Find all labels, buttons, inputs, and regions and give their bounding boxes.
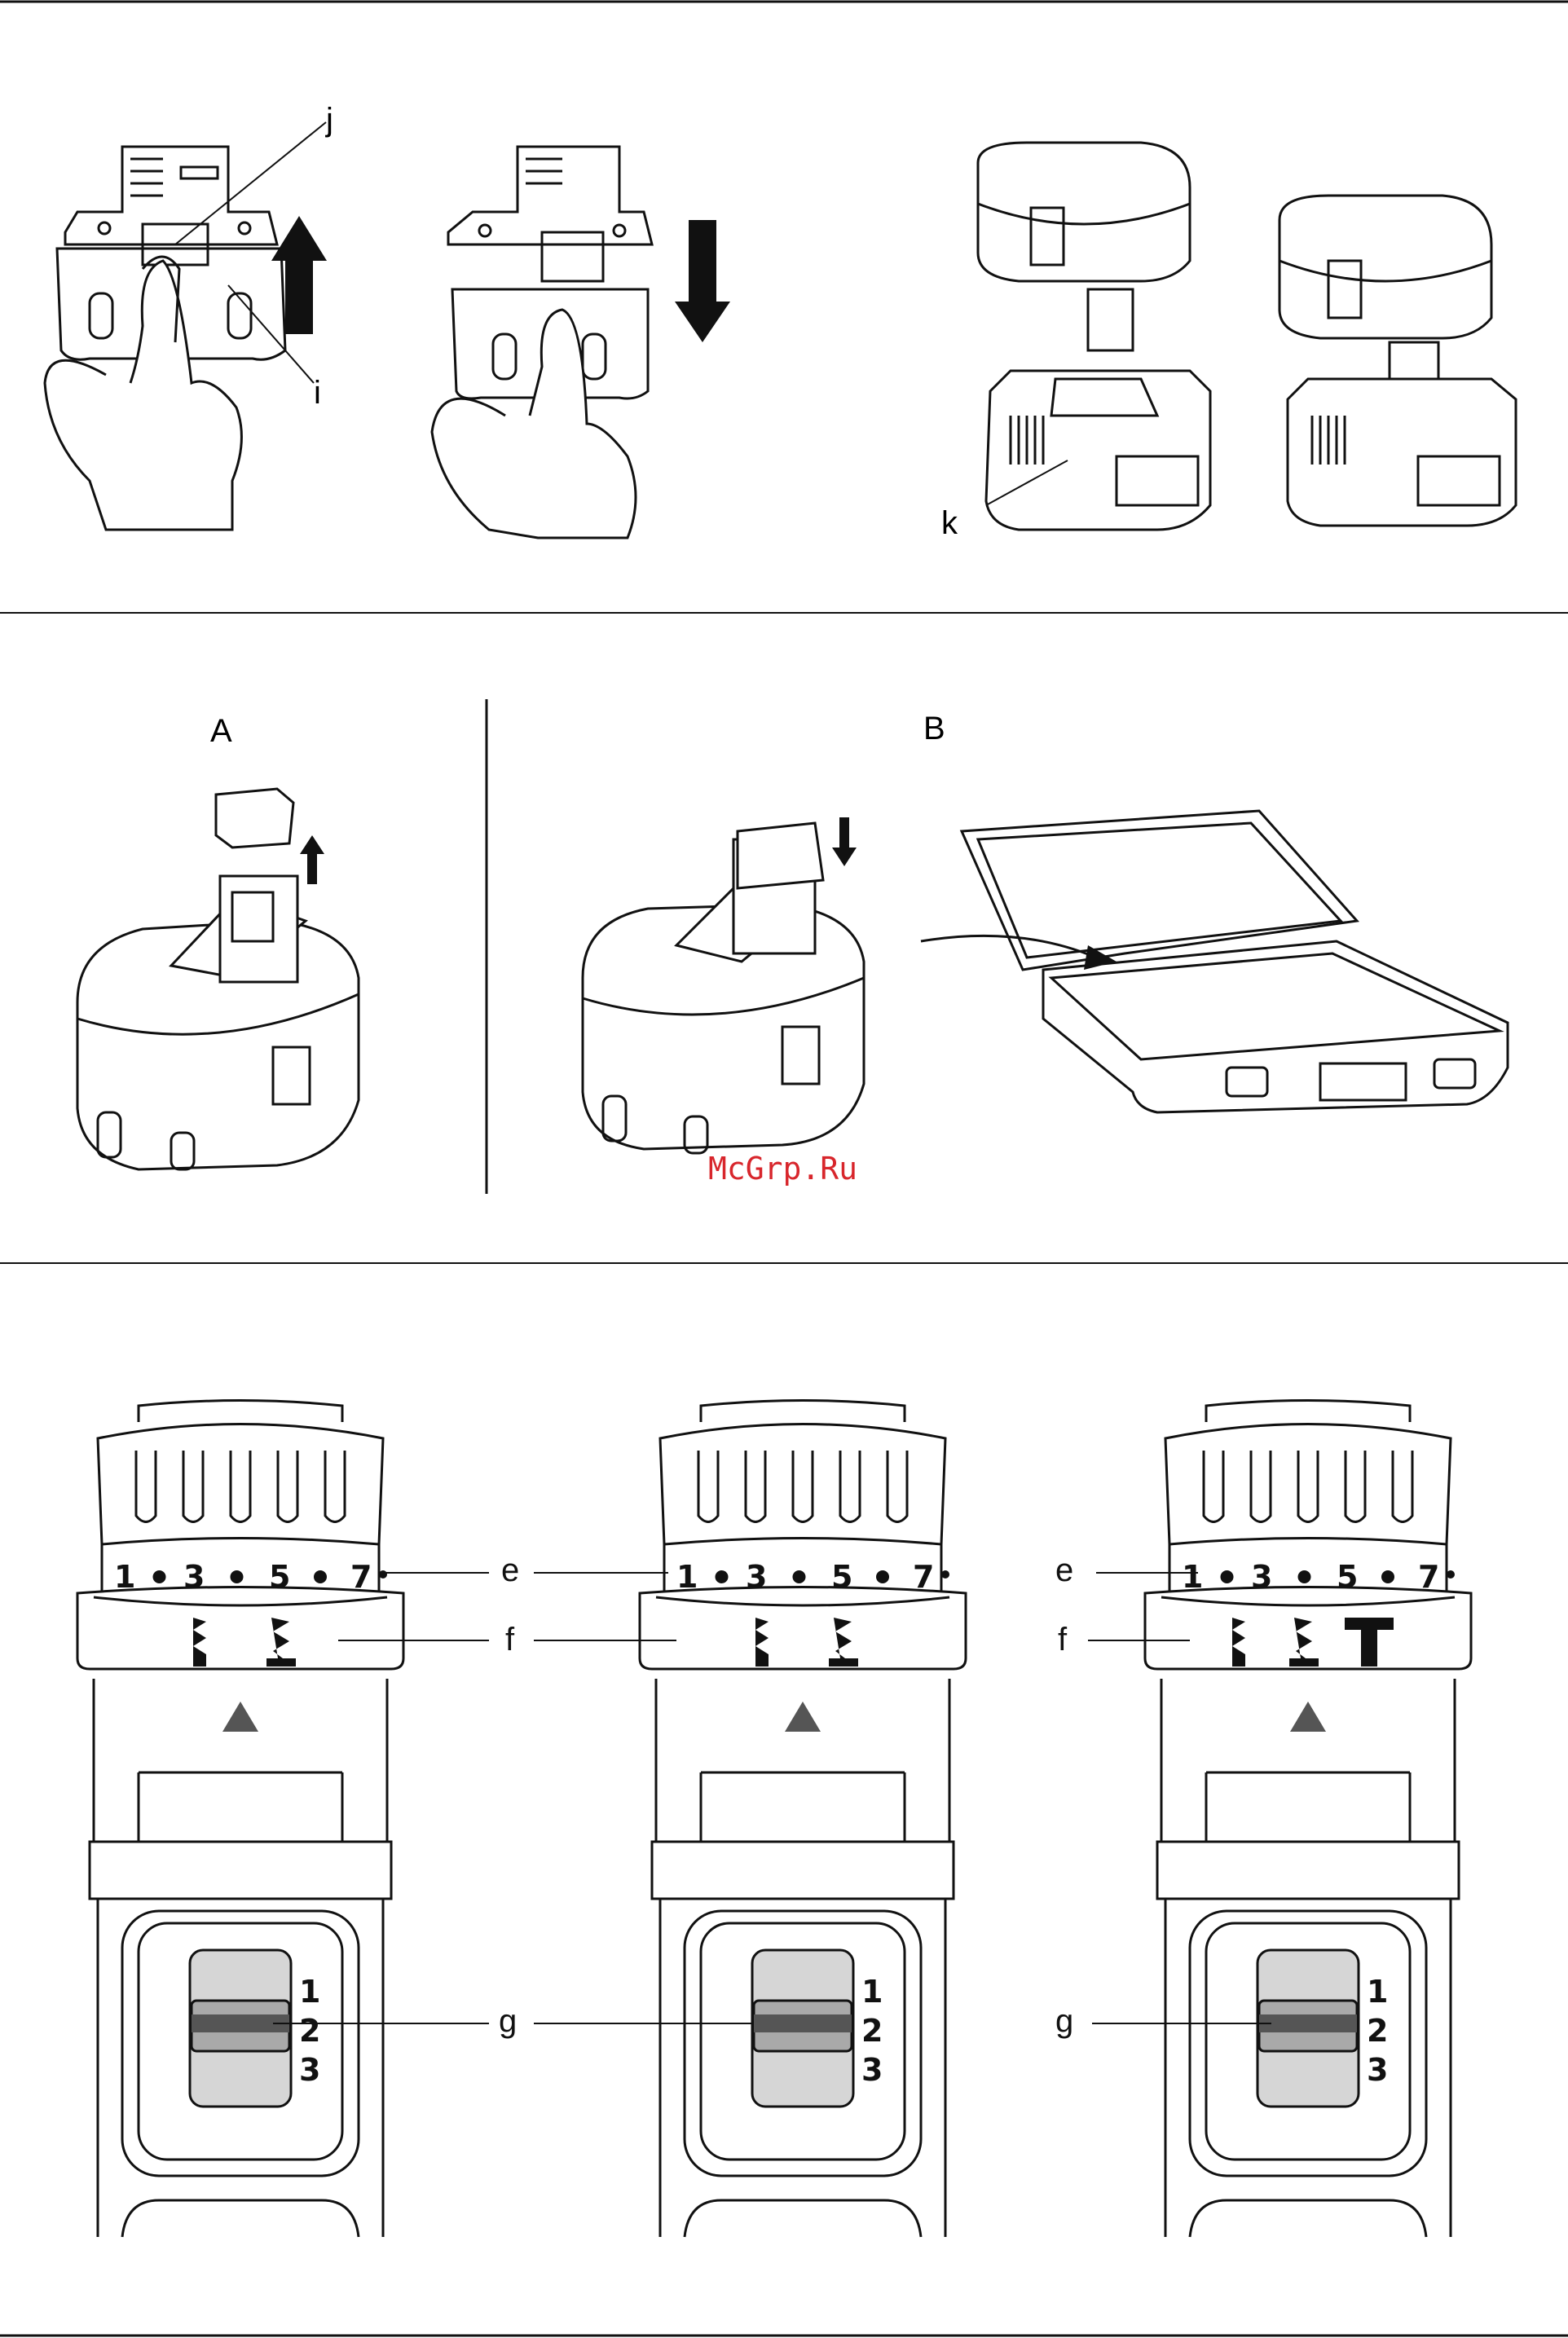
label-e: e bbox=[1055, 1552, 1073, 1588]
handle-curve bbox=[1190, 2200, 1426, 2237]
drill-neck-inner bbox=[701, 1772, 905, 1842]
torque-number-7: 7 bbox=[350, 1559, 372, 1595]
torque-number-3: 3 bbox=[1251, 1559, 1272, 1595]
label-i: i bbox=[314, 375, 321, 411]
chuck-top bbox=[1206, 1401, 1410, 1423]
gear-number-2: 2 bbox=[299, 2013, 320, 2049]
chuck-top bbox=[139, 1401, 342, 1423]
gear-slider-grip bbox=[1259, 2014, 1357, 2032]
gear-number-1: 1 bbox=[1367, 1974, 1388, 2010]
torque-number-1: 1 bbox=[676, 1559, 698, 1595]
torque-number-5: 5 bbox=[269, 1559, 290, 1595]
torque-dot bbox=[231, 1570, 244, 1583]
chuck-top bbox=[701, 1401, 905, 1423]
label-A: A bbox=[210, 713, 232, 749]
position-indicator-icon bbox=[1290, 1702, 1326, 1732]
torque-number-3: 3 bbox=[746, 1559, 767, 1595]
drill-head-1 bbox=[77, 1401, 403, 2238]
illustration-storage-case bbox=[962, 811, 1508, 1112]
body-band bbox=[1157, 1842, 1459, 1899]
illustration-battery-insert bbox=[432, 147, 652, 538]
position-indicator-icon bbox=[222, 1702, 258, 1732]
illustration-cap-install bbox=[583, 823, 864, 1153]
label-f: f bbox=[1058, 1622, 1068, 1658]
gear-number-3: 3 bbox=[861, 2052, 883, 2088]
illustration-battery-release bbox=[45, 147, 285, 530]
torque-dot-end bbox=[1447, 1570, 1455, 1578]
chuck-body bbox=[98, 1424, 383, 1545]
torque-dot bbox=[153, 1570, 166, 1583]
label-j: j bbox=[325, 102, 333, 138]
torque-dot-end bbox=[941, 1570, 949, 1578]
label-g: g bbox=[499, 2003, 517, 2039]
label-k: k bbox=[941, 505, 958, 541]
torque-number-7: 7 bbox=[1418, 1559, 1439, 1595]
torque-number-1: 1 bbox=[114, 1559, 135, 1595]
arrow-down-icon bbox=[675, 220, 730, 342]
torque-number-7: 7 bbox=[913, 1559, 934, 1595]
torque-number-5: 5 bbox=[831, 1559, 852, 1595]
label-B: B bbox=[923, 711, 945, 746]
torque-dot bbox=[716, 1570, 729, 1583]
torque-dot bbox=[876, 1570, 889, 1583]
handle-curve bbox=[122, 2200, 359, 2237]
torque-dot bbox=[1381, 1570, 1394, 1583]
torque-dot bbox=[314, 1570, 327, 1583]
chuck-body bbox=[1165, 1424, 1451, 1545]
torque-dot bbox=[793, 1570, 806, 1583]
drill-neck-inner bbox=[1206, 1772, 1410, 1842]
gear-number-2: 2 bbox=[861, 2013, 883, 2049]
arrow-up-small-icon bbox=[300, 835, 324, 884]
torque-number-3: 3 bbox=[183, 1559, 205, 1595]
gear-number-3: 3 bbox=[1367, 2052, 1388, 2088]
drill-head-2 bbox=[640, 1401, 966, 2238]
label-g: g bbox=[1055, 2003, 1073, 2039]
position-indicator-icon bbox=[785, 1702, 821, 1732]
chuck-body bbox=[660, 1424, 945, 1545]
watermark: McGrp.Ru bbox=[708, 1151, 857, 1187]
gear-number-3: 3 bbox=[299, 2052, 320, 2088]
body-band bbox=[652, 1842, 954, 1899]
torque-number-5: 5 bbox=[1337, 1559, 1358, 1595]
handle-curve bbox=[685, 2200, 921, 2237]
label-f: f bbox=[505, 1622, 515, 1658]
torque-dot bbox=[1221, 1570, 1234, 1583]
drill-neck-inner bbox=[139, 1772, 342, 1842]
gear-number-1: 1 bbox=[299, 1974, 320, 2010]
torque-dot-end bbox=[379, 1570, 387, 1578]
body-band bbox=[90, 1842, 391, 1899]
gear-number-2: 2 bbox=[1367, 2013, 1388, 2049]
torque-number-1: 1 bbox=[1182, 1559, 1203, 1595]
gear-slider-grip bbox=[754, 2014, 852, 2032]
gear-number-1: 1 bbox=[861, 1974, 883, 2010]
drill-head-3 bbox=[1145, 1401, 1471, 2238]
label-e: e bbox=[501, 1552, 519, 1588]
illustration-charger-insert bbox=[978, 143, 1516, 530]
arrow-down-small-icon bbox=[832, 817, 857, 866]
torque-dot bbox=[1298, 1570, 1311, 1583]
